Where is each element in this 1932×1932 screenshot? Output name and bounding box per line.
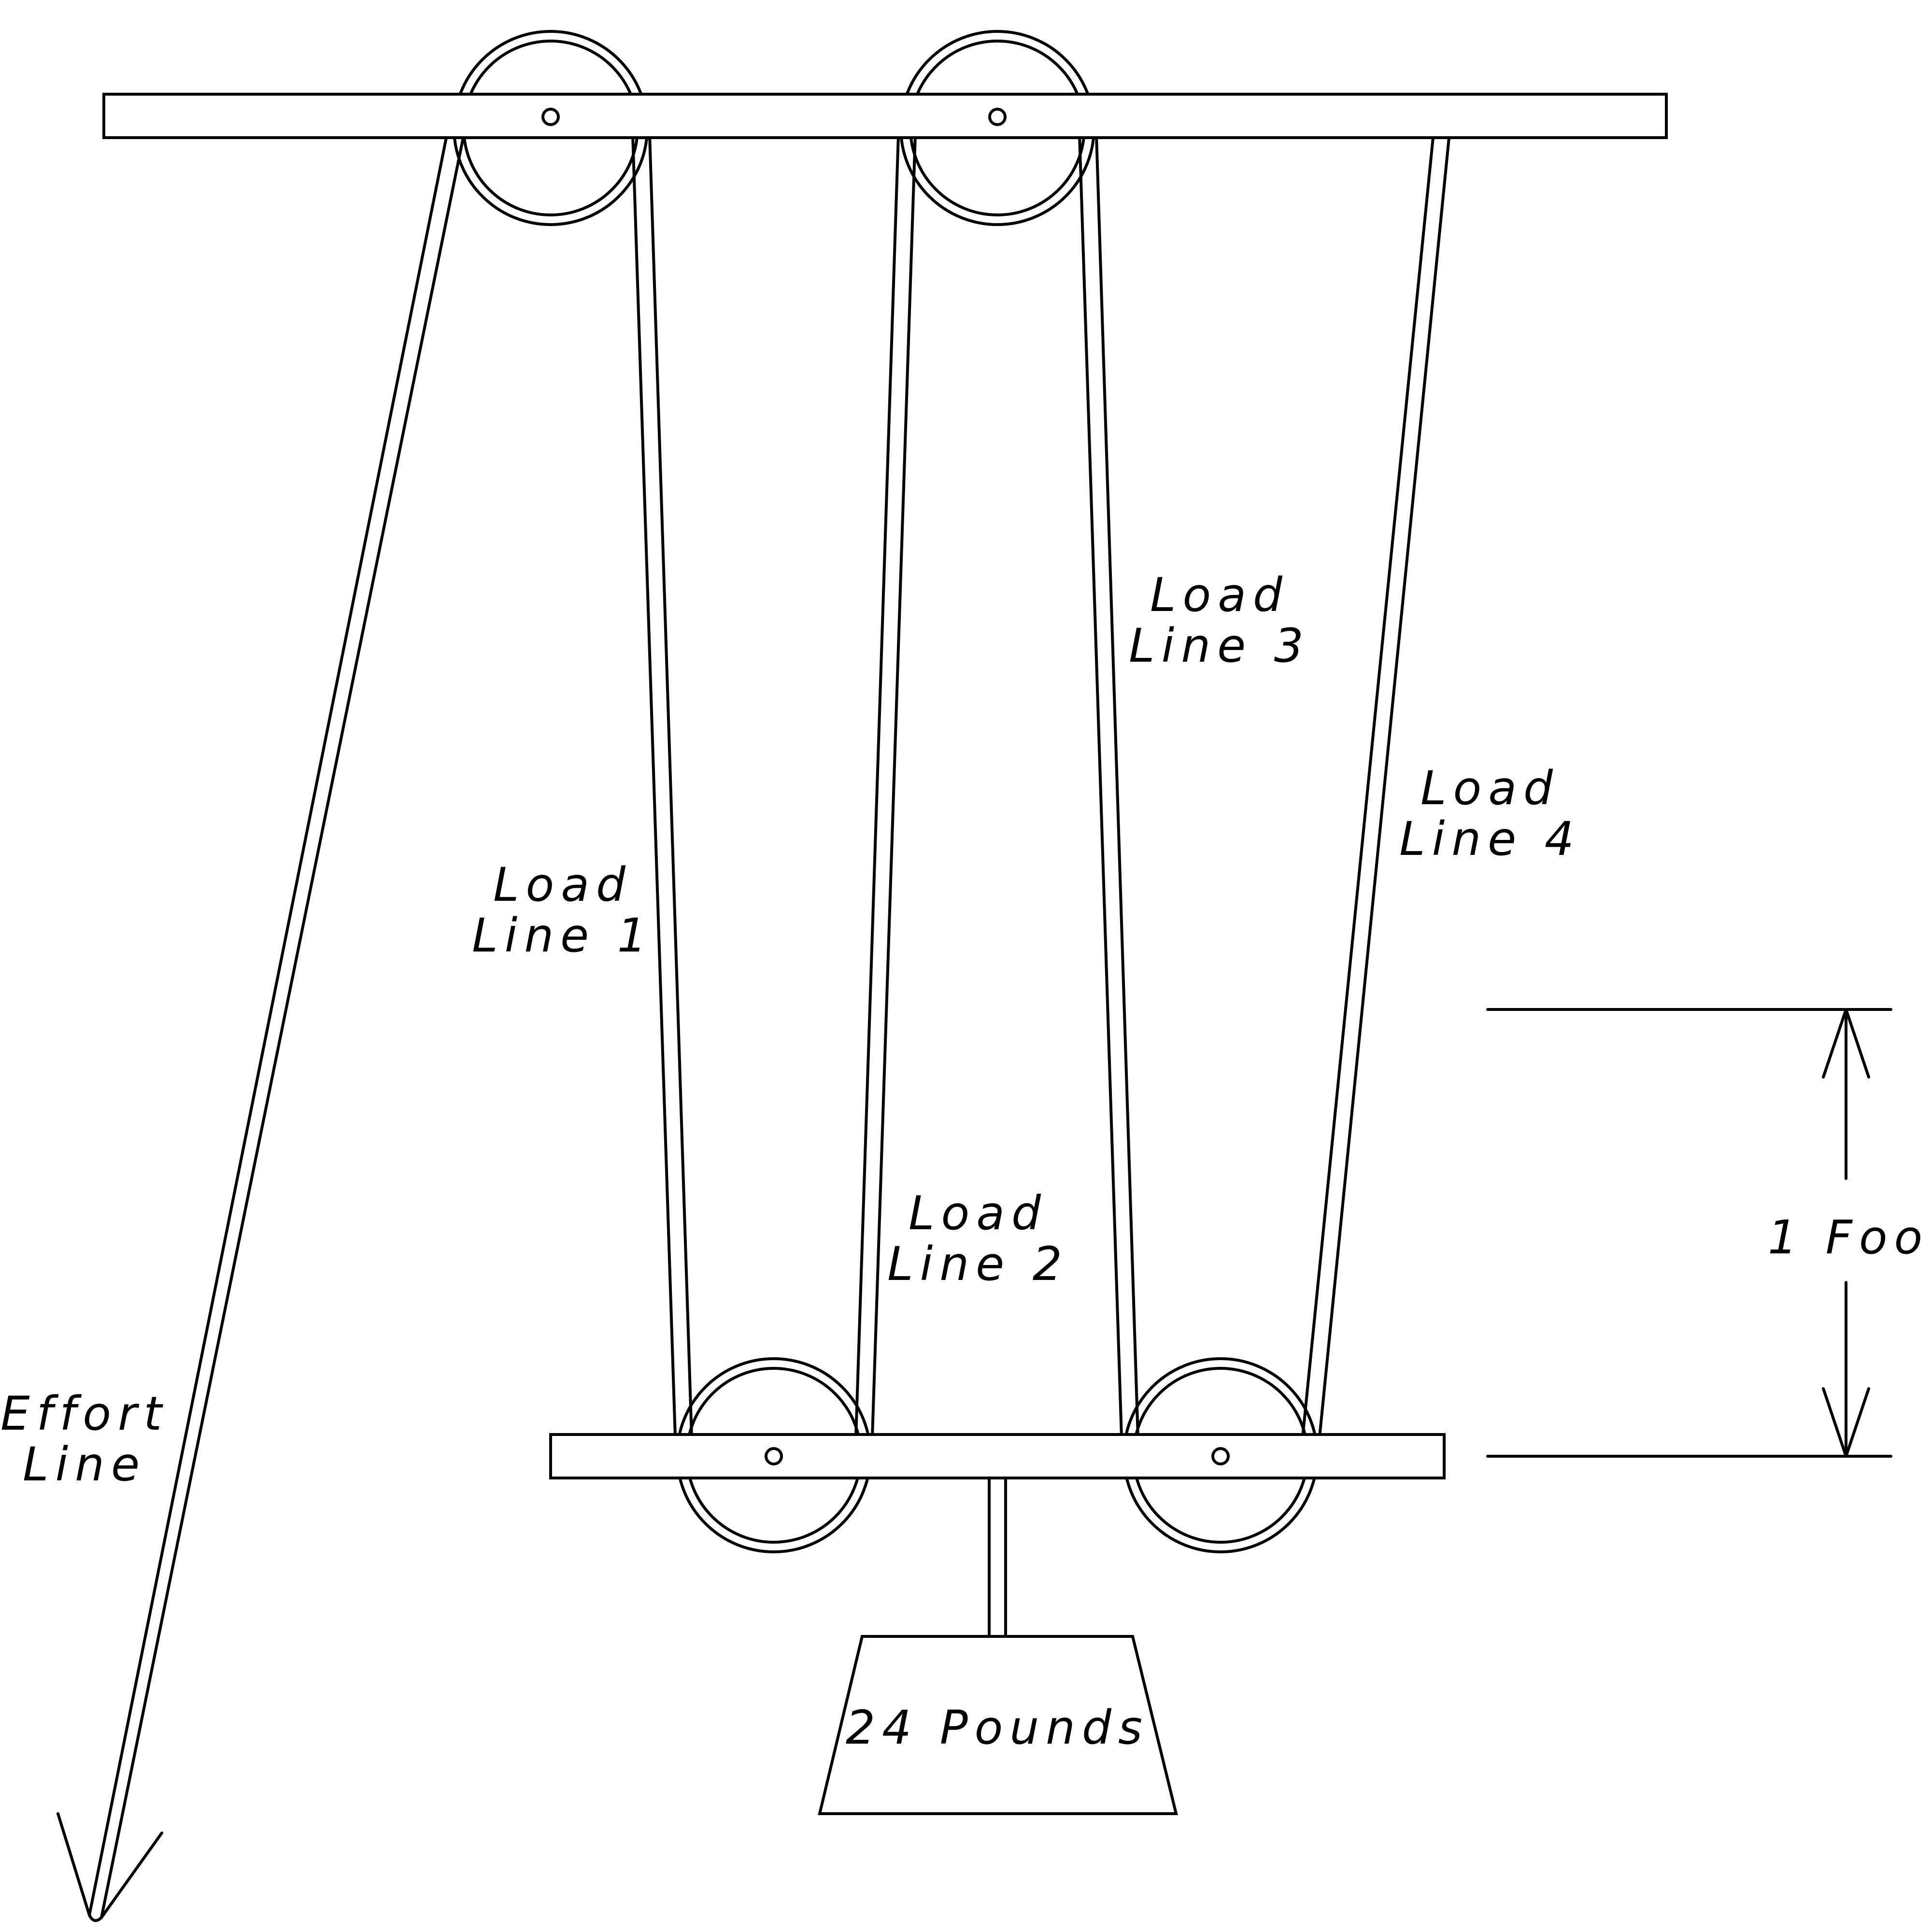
svg-text:Line 2: Line 2 [887, 1237, 1069, 1291]
bottom-pulley-left-axle [765, 1447, 783, 1465]
effort-line [57, 134, 465, 1922]
dimension-arrow-down-icon [1822, 1387, 1870, 1458]
weight-block: 24 Pounds [818, 1635, 1178, 1815]
svg-text:Load: Load [493, 858, 632, 912]
label-effort-line: Effort Line [0, 1387, 169, 1492]
svg-text:Load: Load [1421, 761, 1560, 815]
weight-label: 24 Pounds [846, 1701, 1149, 1755]
top-pulley-left-axle [541, 108, 560, 126]
label-load-line-3: Load Line 3 [1129, 568, 1310, 673]
dimension-label: 1 Foot [1768, 1210, 1932, 1264]
dimension-arrow-up-icon [1822, 1008, 1870, 1079]
load-line-3 [1078, 134, 1139, 1438]
load-line-1 [631, 134, 693, 1438]
svg-text:Line 4: Line 4 [1399, 812, 1581, 866]
load-line-2 [854, 134, 917, 1438]
svg-text:Load: Load [909, 1186, 1048, 1240]
bottom-movable-bar [549, 1433, 1446, 1479]
bottom-pulley-right-axle [1211, 1447, 1230, 1465]
dimension-indicator: 1 Foot [1486, 1008, 1932, 1458]
svg-text:Effort: Effort [0, 1387, 169, 1441]
svg-text:Line 1: Line 1 [472, 909, 653, 963]
label-load-line-2: Load Line 2 [887, 1186, 1069, 1291]
label-load-line-1: Load Line 1 [472, 858, 653, 963]
svg-text:Load: Load [1150, 568, 1289, 622]
top-fixed-bar [102, 93, 1668, 139]
svg-text:Line 3: Line 3 [1129, 619, 1310, 673]
label-load-line-4: Load Line 4 [1399, 761, 1581, 866]
svg-text:Line: Line [23, 1437, 146, 1492]
top-pulley-right-axle [988, 108, 1007, 126]
weight-hanger [988, 1446, 1007, 1638]
